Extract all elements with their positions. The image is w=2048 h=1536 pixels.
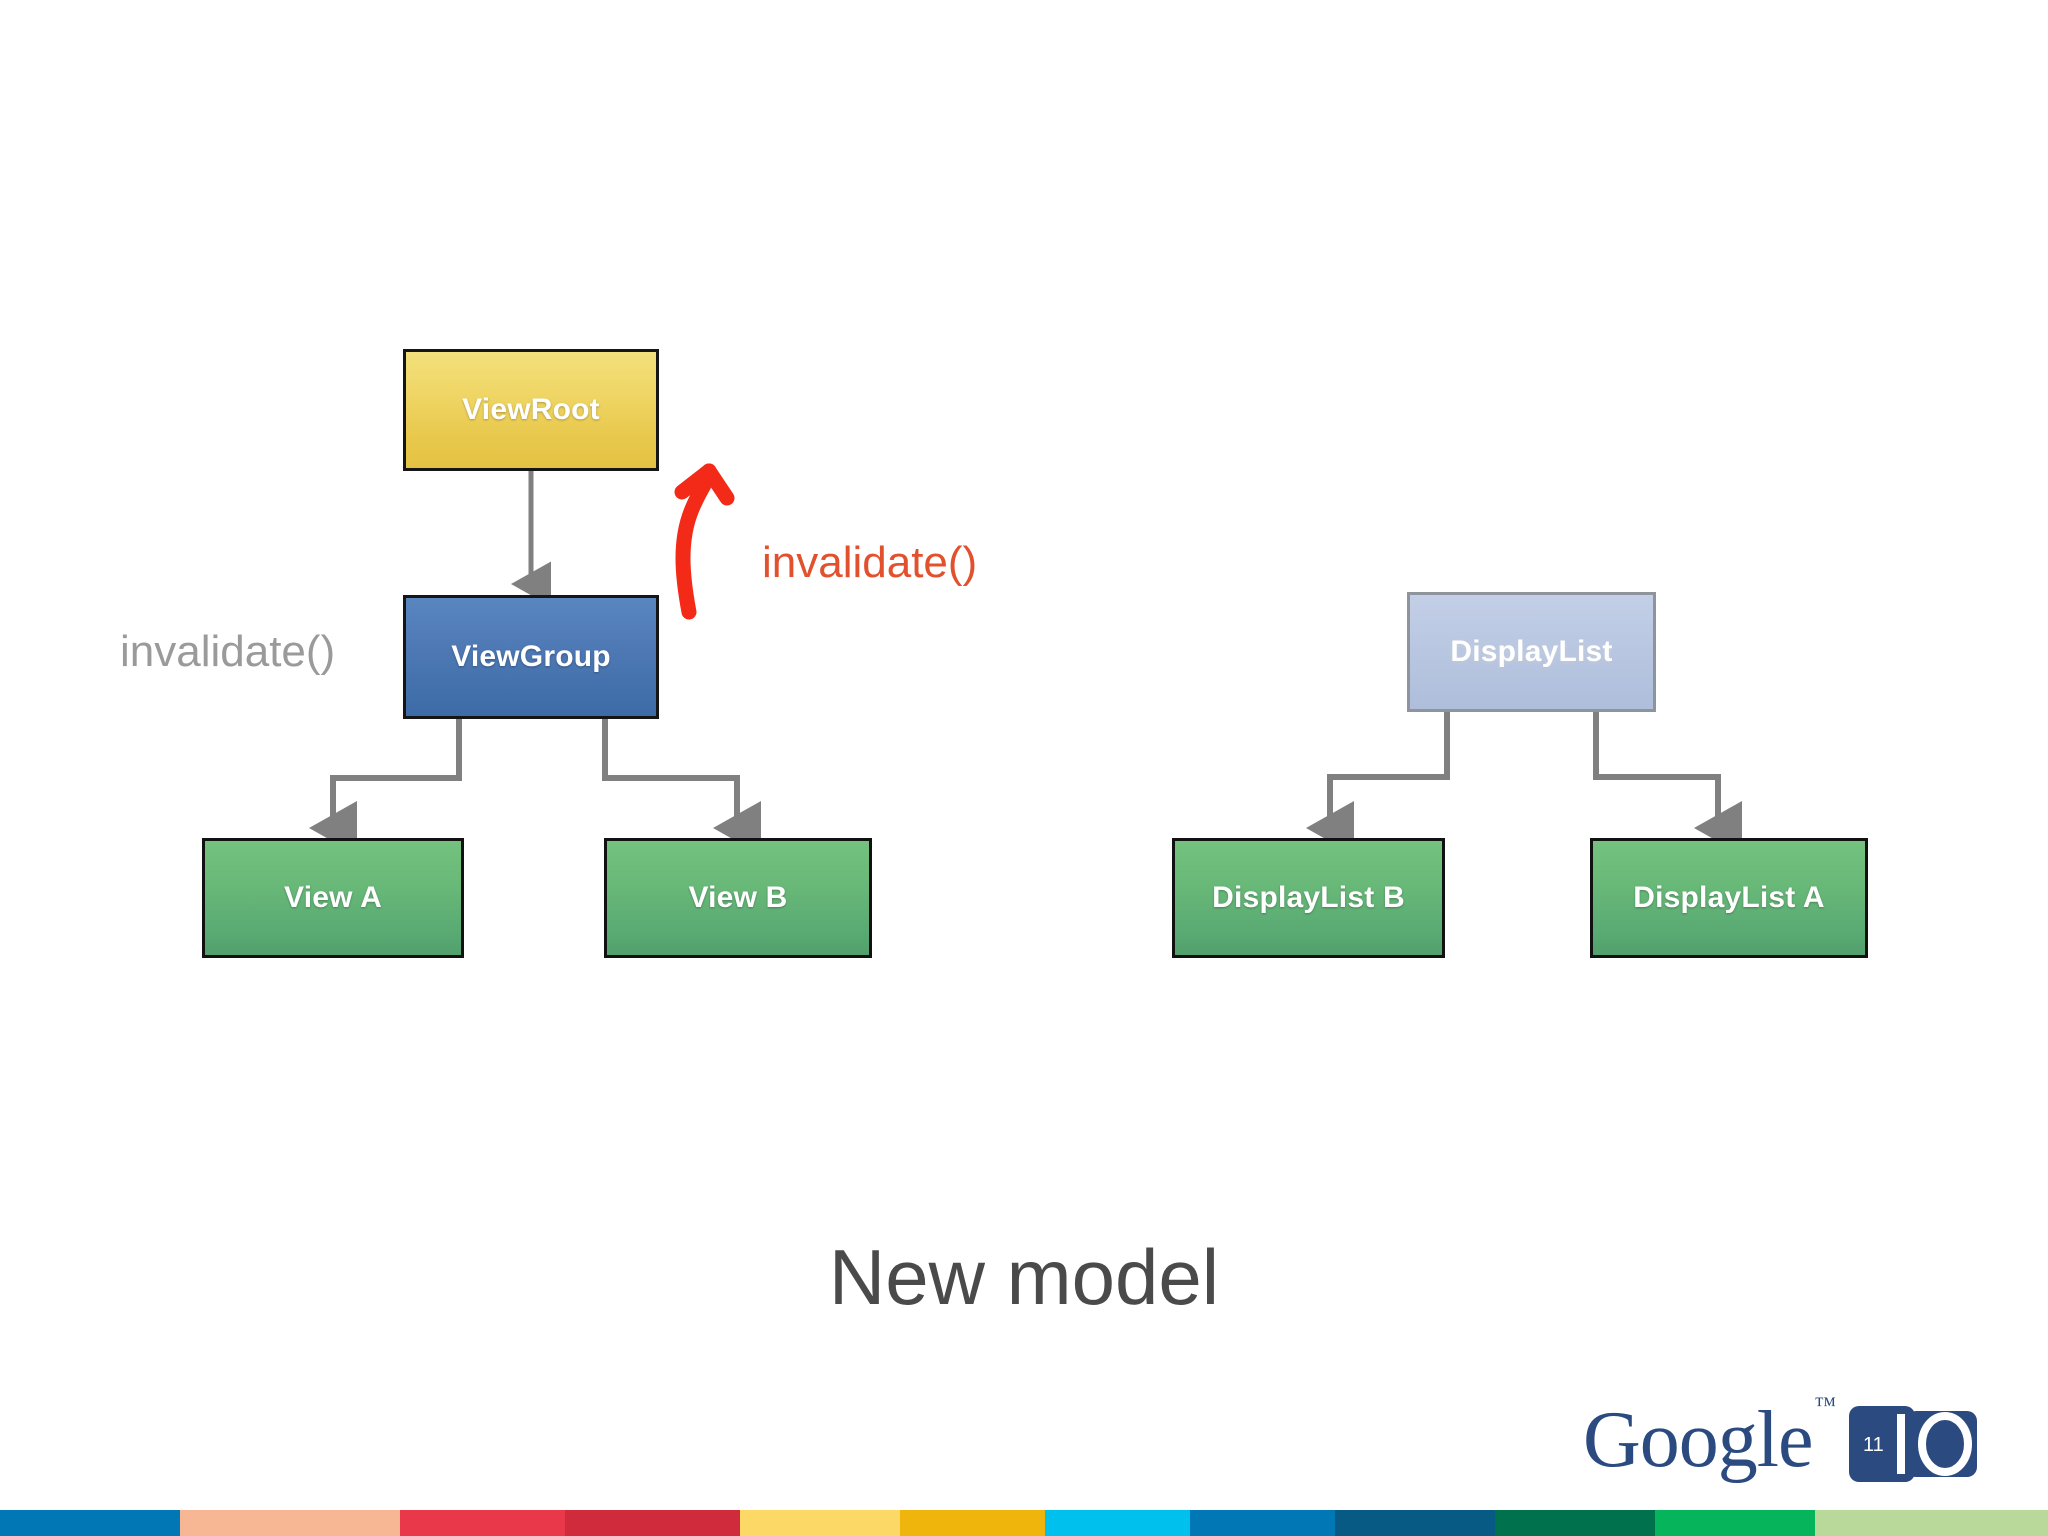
color-bar-segment-4 xyxy=(740,1510,900,1536)
node-viewroot: ViewRoot xyxy=(403,349,659,471)
color-bar-segment-0 xyxy=(0,1510,180,1536)
bottom-color-bar xyxy=(0,1510,2048,1536)
edge-displaylist-dla xyxy=(1593,712,1742,855)
color-bar-segment-3 xyxy=(565,1510,740,1536)
node-displaylist-a: DisplayList A xyxy=(1590,838,1868,958)
io-badge-svg: 11 xyxy=(1849,1406,1978,1482)
node-displaylist-a-label: DisplayList A xyxy=(1633,881,1825,914)
io-year-label: 11 xyxy=(1863,1434,1884,1456)
node-displaylist-b: DisplayList B xyxy=(1172,838,1445,958)
red-curved-arrow-icon xyxy=(674,463,735,620)
node-displaylist-label: DisplayList xyxy=(1450,635,1613,668)
annotation-invalidate-red: invalidate() xyxy=(762,538,978,587)
edge-displaylist-dlb xyxy=(1306,712,1450,855)
node-viewroot-label: ViewRoot xyxy=(462,393,600,426)
google-wordmark: Google™ xyxy=(1583,1394,1836,1480)
io-letter-i xyxy=(1897,1414,1906,1474)
color-bar-segment-11 xyxy=(1815,1510,2048,1536)
color-bar-segment-8 xyxy=(1335,1510,1495,1536)
annotation-invalidate-gray: invalidate() xyxy=(120,627,336,676)
trademark-icon: ™ xyxy=(1814,1392,1837,1418)
node-view-a-label: View A xyxy=(284,881,382,914)
edge-viewgroup-viewa xyxy=(309,719,462,855)
color-bar-segment-10 xyxy=(1655,1510,1815,1536)
color-bar-segment-9 xyxy=(1495,1510,1655,1536)
color-bar-segment-5 xyxy=(900,1510,1045,1536)
node-displaylist-b-label: DisplayList B xyxy=(1212,881,1405,914)
edge-viewgroup-viewb xyxy=(602,719,761,855)
node-view-b-label: View B xyxy=(688,881,788,914)
color-bar-segment-6 xyxy=(1045,1510,1190,1536)
color-bar-segment-2 xyxy=(400,1510,565,1536)
node-view-b: View B xyxy=(604,838,872,958)
google-io-logo: Google™ 11 xyxy=(1583,1394,1978,1490)
color-bar-segment-1 xyxy=(180,1510,400,1536)
io-letter-o xyxy=(1918,1412,1973,1476)
page-title: New model xyxy=(828,1233,1220,1321)
color-bar-segment-7 xyxy=(1190,1510,1335,1536)
node-view-a: View A xyxy=(202,838,464,958)
io-badge-icon: 11 xyxy=(1849,1406,1978,1482)
node-viewgroup-label: ViewGroup xyxy=(451,640,611,673)
node-viewgroup: ViewGroup xyxy=(403,595,659,719)
google-wordmark-text: Google xyxy=(1583,1396,1814,1484)
node-displaylist: DisplayList xyxy=(1407,592,1656,712)
